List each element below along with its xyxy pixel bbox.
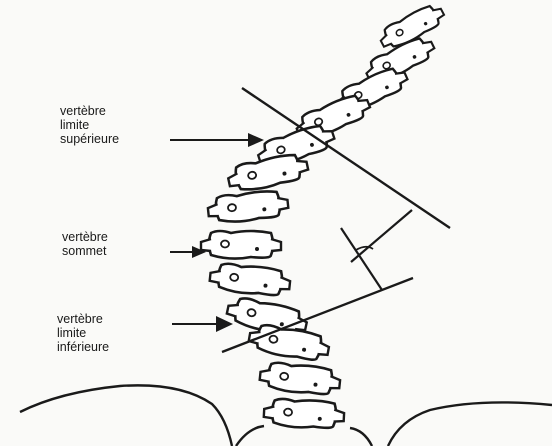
vertebra — [247, 322, 331, 363]
lower-perpendicular — [341, 228, 382, 290]
vertebra — [209, 262, 291, 298]
label-line: limite — [57, 326, 109, 340]
vertebra — [207, 189, 289, 225]
label-line: inférieure — [57, 340, 109, 354]
label-line: vertèbre — [62, 230, 108, 244]
arrow-superior — [170, 133, 264, 147]
vertebra — [201, 231, 281, 259]
label-line: sommet — [62, 244, 108, 258]
arrow-inferior — [172, 316, 233, 332]
vertebra — [263, 398, 344, 430]
label-inferior-limit-vertebra: vertèbre limite inférieure — [57, 312, 109, 354]
label-line: vertèbre — [57, 312, 109, 326]
spine — [201, 1, 447, 430]
label-line: vertèbre — [60, 104, 119, 118]
label-apex-vertebra: vertèbre sommet — [62, 230, 108, 258]
label-line: limite — [60, 118, 119, 132]
label-line: supérieure — [60, 132, 119, 146]
vertebra — [259, 361, 341, 397]
label-superior-limit-vertebra: vertèbre limite supérieure — [60, 104, 119, 146]
upper-perpendicular — [351, 210, 412, 262]
